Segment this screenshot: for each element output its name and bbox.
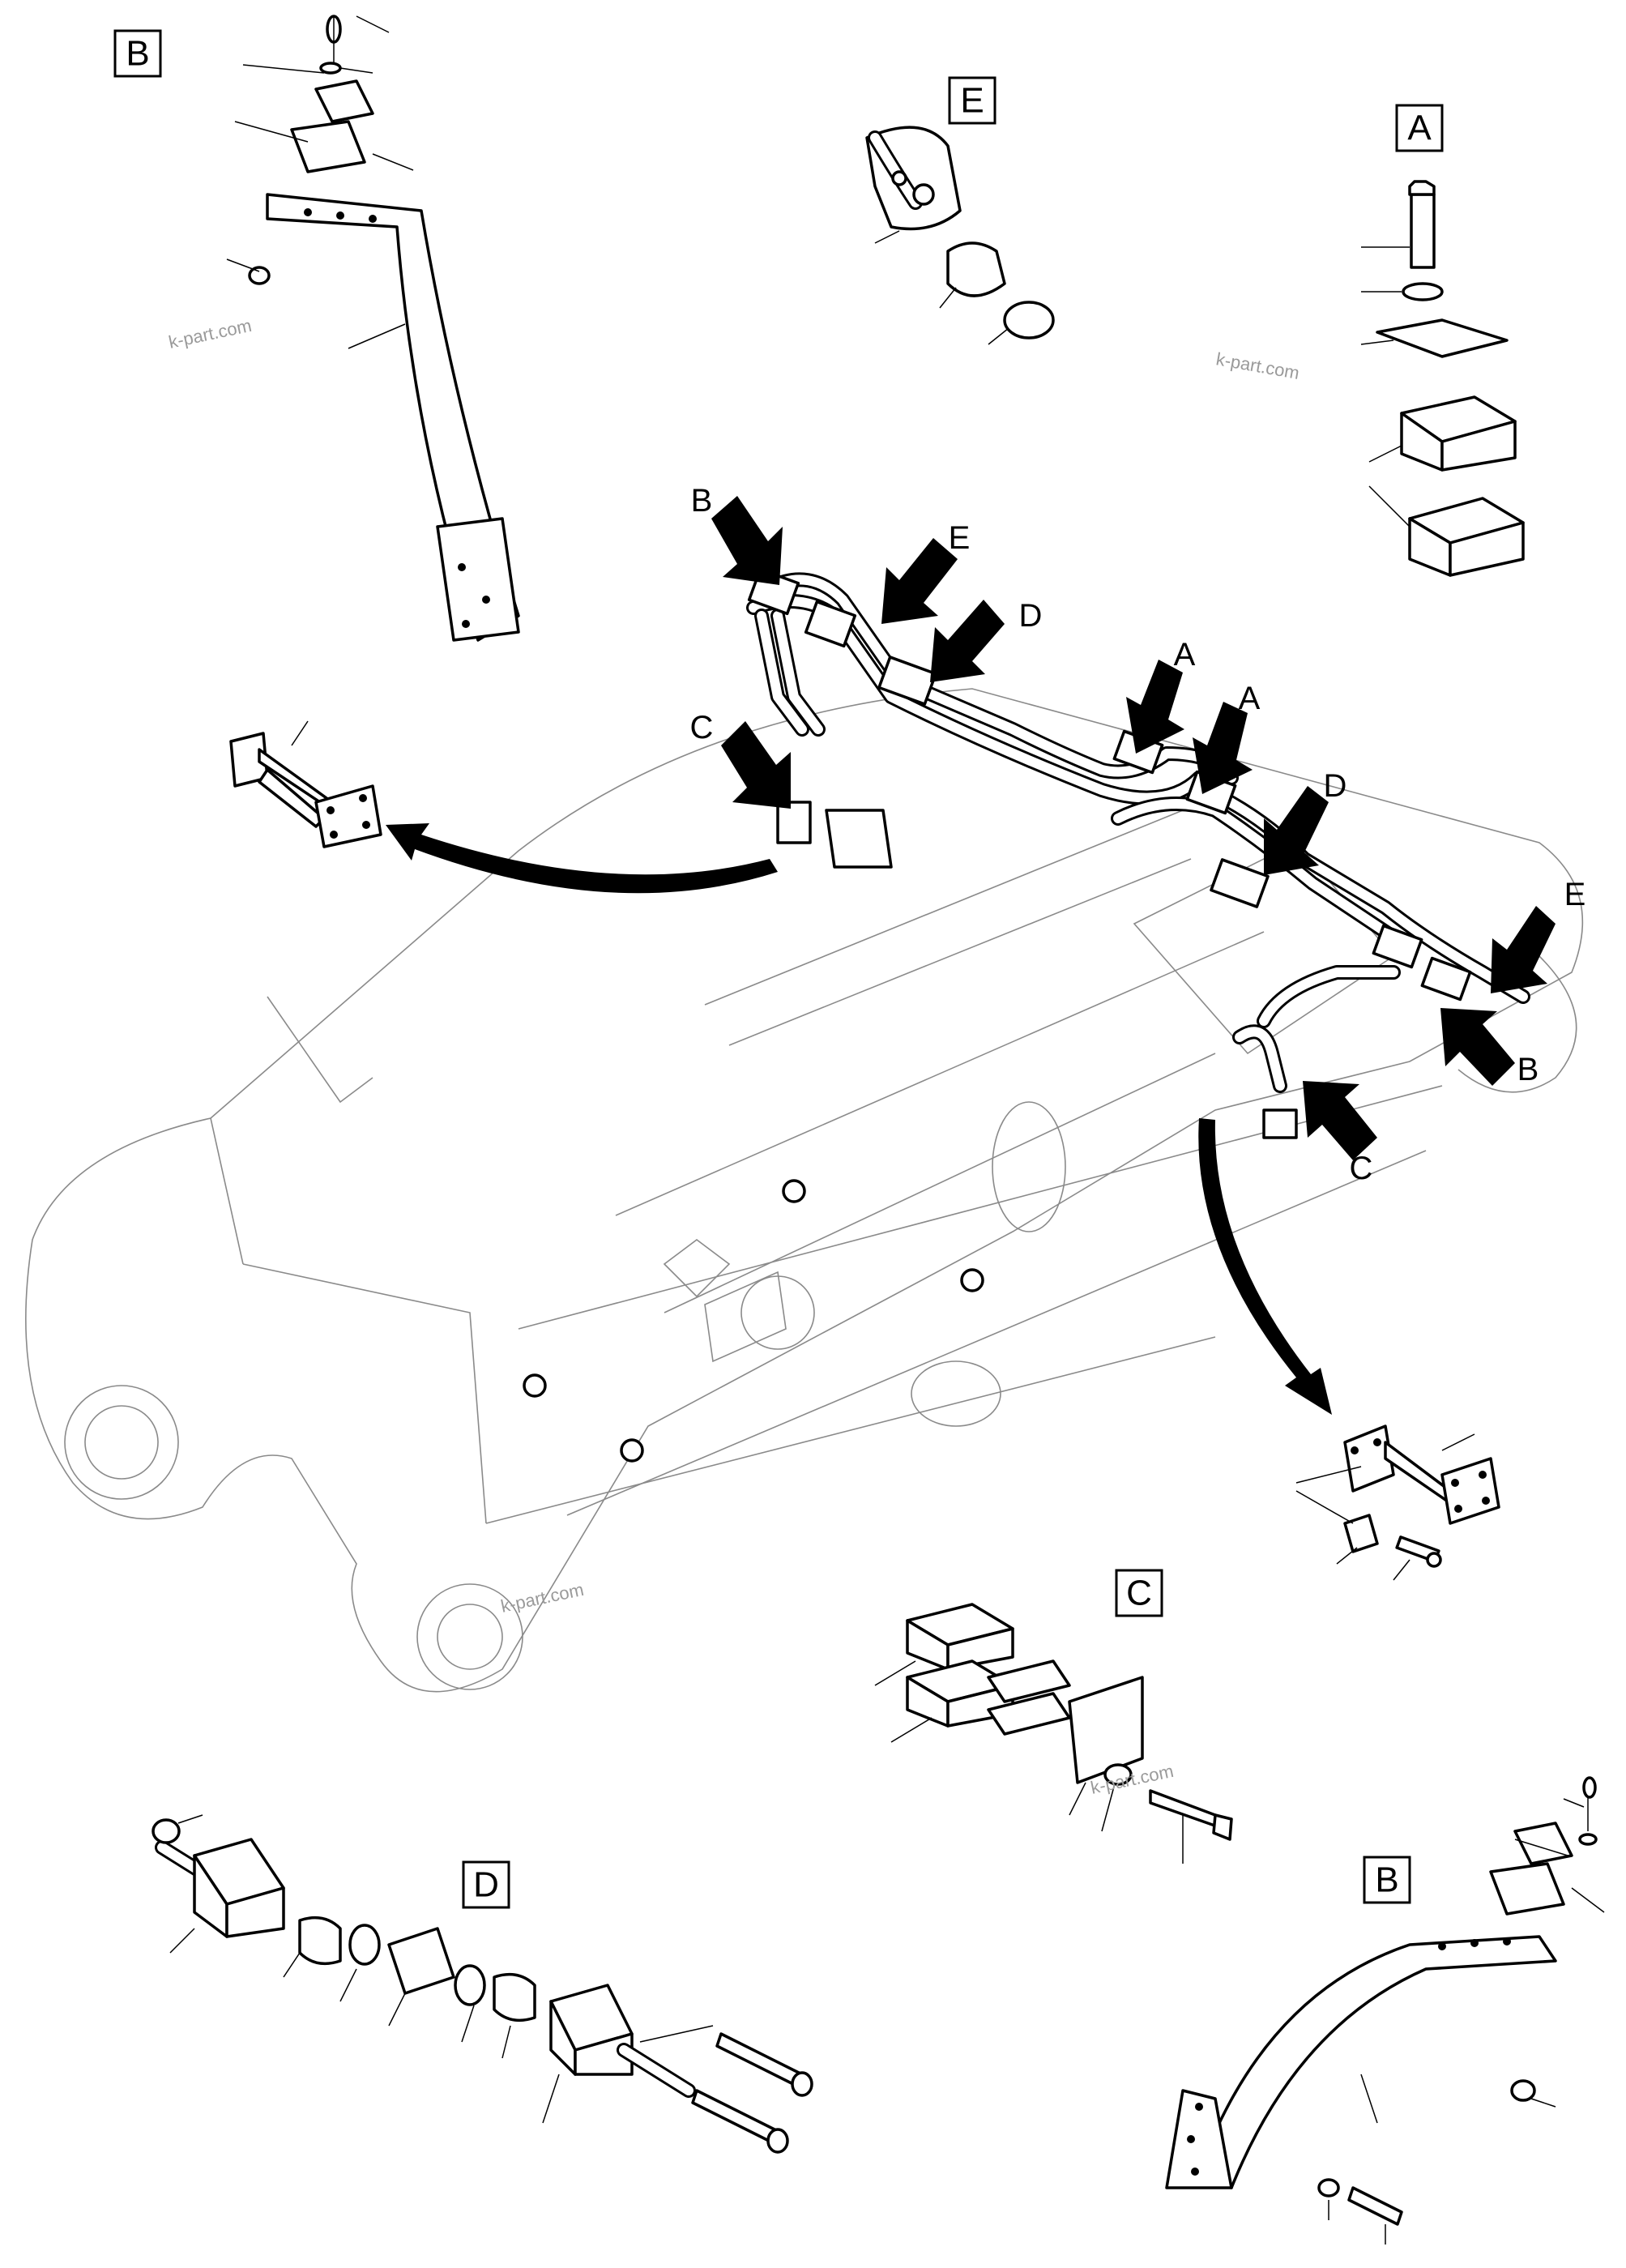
arrow-label-e-upper: E xyxy=(949,520,971,556)
arrow-b-upper xyxy=(711,496,783,585)
leader-lines-d xyxy=(169,1814,714,2124)
bracket-b-top xyxy=(266,193,520,642)
arrow-c-right xyxy=(1303,1081,1377,1160)
bracket-b-bottom xyxy=(1165,1776,1598,2226)
callout-label: D xyxy=(473,1865,499,1905)
pipe-clamps xyxy=(747,567,1472,1139)
leader-lines-b-bottom xyxy=(1328,1798,1605,2245)
arrow-label-b-upper: B xyxy=(691,483,713,519)
arrow-a-second xyxy=(1193,702,1253,794)
arrow-label-e-lower: E xyxy=(1564,877,1586,912)
callout-box-d-bottom-left: D xyxy=(462,1860,510,1909)
pipe-bracket-left xyxy=(776,801,893,869)
boom-pivot-left xyxy=(64,1385,179,1500)
watermark: k-part.com xyxy=(167,315,254,352)
pipe-spool-right xyxy=(1343,1424,1500,1568)
arrow-b-lower xyxy=(1440,1008,1515,1086)
callout-box-e-top: E xyxy=(948,76,997,125)
arrow-label-d-lower: D xyxy=(1324,768,1347,804)
callout-box-c-middle: C xyxy=(1115,1569,1163,1617)
callout-label: E xyxy=(960,81,984,121)
callout-label: B xyxy=(1375,1860,1398,1900)
arrow-d-upper xyxy=(930,600,1005,682)
flanged-joint-d xyxy=(152,1818,813,2154)
arrow-label-d-upper: D xyxy=(1019,598,1043,634)
arrow-c-left xyxy=(721,721,791,809)
arrow-label-c-left: C xyxy=(690,710,714,745)
leader-lines-a-top xyxy=(1360,246,1410,527)
curved-arrow-right xyxy=(1198,1118,1332,1415)
watermark: k-part.com xyxy=(1214,348,1301,383)
callout-label: A xyxy=(1407,109,1432,148)
leader-lines-spool-right xyxy=(1295,1433,1475,1581)
boom-pins xyxy=(523,1179,984,1463)
arrow-e-upper xyxy=(881,538,958,624)
watermark: k-part.com xyxy=(499,1579,586,1617)
arrow-label-b-lower: B xyxy=(1517,1052,1539,1087)
arrow-d-lower xyxy=(1264,786,1329,875)
leader-lines-e-top xyxy=(874,230,1009,345)
boom-pivot-right xyxy=(1457,955,1577,1093)
arrow-a-first xyxy=(1126,660,1184,754)
clamp-block-b-top xyxy=(248,15,374,285)
leader-lines-c xyxy=(874,1660,1184,1864)
callout-box-a-top-right: A xyxy=(1395,104,1444,152)
flange-e-top xyxy=(865,126,1055,340)
arrow-label-a-first: A xyxy=(1174,637,1196,673)
pipe-spool-left xyxy=(229,720,382,848)
curved-arrow-left xyxy=(386,823,778,894)
callout-label: B xyxy=(126,34,149,74)
boom-inner-ellipse xyxy=(740,1101,1066,1427)
callout-box-b-top-left: B xyxy=(113,29,162,78)
arrow-label-c-right: C xyxy=(1350,1151,1373,1186)
clamp-set-c xyxy=(906,1603,1233,1841)
arrow-label-a-second: A xyxy=(1239,681,1261,716)
boom-pivot-bottom xyxy=(416,1583,523,1690)
callout-label: C xyxy=(1126,1574,1152,1613)
arrow-e-lower xyxy=(1491,906,1556,993)
clamp-a-top xyxy=(1376,180,1525,577)
callout-box-b-bottom-right: B xyxy=(1363,1856,1411,1904)
leader-lines-b-top xyxy=(226,15,414,349)
